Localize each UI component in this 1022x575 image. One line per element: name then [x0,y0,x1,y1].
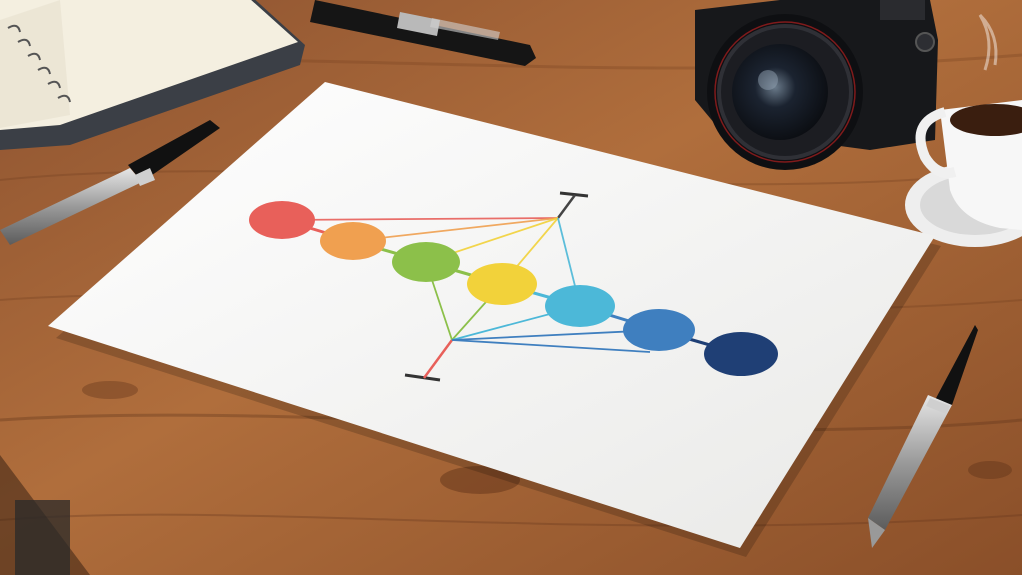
node-yellow [467,263,537,305]
node-orange [320,222,386,260]
node-navy [704,332,778,376]
pen-top [310,0,536,66]
network-diagram [249,191,778,382]
camera [695,0,938,170]
pen-right [868,325,978,548]
node-cyan [545,285,615,327]
node-blue [623,309,695,351]
coffee-cup [905,13,1022,247]
paper-sheet [48,82,941,557]
notebook [0,0,305,150]
camera-lens-icon [707,14,863,170]
node-red [249,201,315,239]
bottom-bar [404,373,441,382]
pen-left [0,120,220,245]
node-green [392,242,460,282]
spiral-icon [7,24,71,103]
